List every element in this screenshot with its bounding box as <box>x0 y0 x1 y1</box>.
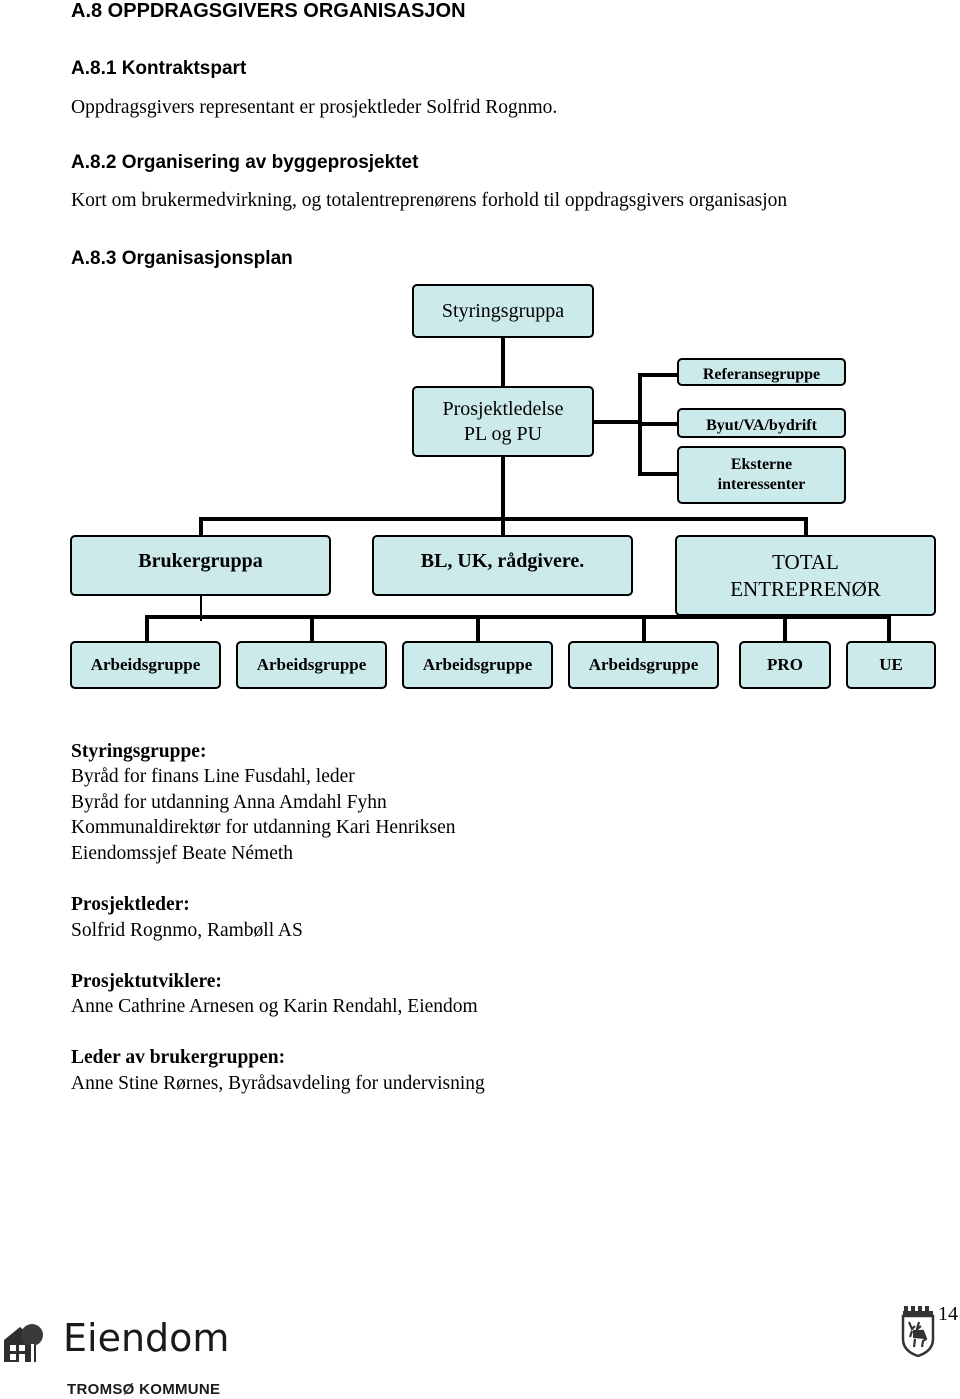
connector-line <box>638 472 678 476</box>
styringsgruppe-member: Eiendomssjef Beate Németh <box>71 843 294 864</box>
subsection-heading-organisasjonsplan: A.8.3 Organisasjonsplan <box>71 248 293 269</box>
connector-line <box>145 615 891 619</box>
box-pro: PRO <box>739 641 831 689</box>
box-brukergruppa-label: Brukergruppa <box>138 550 263 572</box>
box-prosjektledelse-line1: Prosjektledelse <box>442 397 564 420</box>
connector-line <box>310 615 314 643</box>
page-number: 14 <box>938 1303 958 1325</box>
box-referansegruppe-label: Referansegruppe <box>702 366 821 383</box>
connector-line <box>476 615 480 643</box>
subsection-heading-kontraktspart: A.8.1 Kontraktspart <box>71 58 247 79</box>
reindeer-crest-icon <box>899 1305 937 1358</box>
box-eksterne-line1: Eksterne <box>730 456 793 473</box>
connector-line <box>783 615 787 643</box>
footer-org: TROMSØ KOMMUNE <box>67 1381 221 1398</box>
box-arbeidsgruppe-label: Arbeidsgruppe <box>256 655 367 675</box>
box-total-line1: TOTAL <box>772 550 839 575</box>
footer-brand: Eiendom <box>63 1316 230 1360</box>
styringsgruppe-heading: Styringsgruppe: <box>71 741 207 762</box>
box-bl-uk: BL, UK, rådgivere. <box>372 535 633 596</box>
box-referansegruppe: Referansegruppe <box>677 358 846 386</box>
prosjektutviklere-names: Anne Cathrine Arnesen og Karin Rendahl, … <box>71 996 478 1017</box>
box-arbeidsgruppe-3: Arbeidsgruppe <box>402 641 553 689</box>
connector-line <box>199 517 203 537</box>
connector-line <box>887 615 891 643</box>
box-byut-label: Byut/VA/bydrift <box>706 417 817 434</box>
connector-line <box>638 373 678 377</box>
box-total-entreprenor: TOTAL ENTREPRENØR <box>675 535 936 616</box>
box-arbeidsgruppe-4: Arbeidsgruppe <box>568 641 719 689</box>
connector-line <box>501 457 505 519</box>
prosjektleder-heading: Prosjektleder: <box>71 894 190 915</box>
box-ue: UE <box>846 641 936 689</box>
box-arbeidsgruppe-label: Arbeidsgruppe <box>588 655 699 675</box>
box-arbeidsgruppe-label: Arbeidsgruppe <box>422 655 533 675</box>
styringsgruppe-member: Byråd for finans Line Fusdahl, leder <box>71 766 355 787</box>
box-arbeidsgruppe-1: Arbeidsgruppe <box>70 641 221 689</box>
section-heading: A.8 OPPDRAGSGIVERS ORGANISASJON <box>71 0 466 22</box>
box-arbeidsgruppe-label: Arbeidsgruppe <box>90 655 201 675</box>
connector-line <box>804 517 808 537</box>
box-bl-uk-label: BL, UK, rådgivere. <box>420 550 585 572</box>
connector-line <box>638 422 678 426</box>
box-brukergruppa: Brukergruppa <box>70 535 331 596</box>
connector-line <box>501 337 505 387</box>
box-arbeidsgruppe-2: Arbeidsgruppe <box>236 641 387 689</box>
connector-line <box>145 615 149 643</box>
prosjektutviklere-heading: Prosjektutviklere: <box>71 971 222 992</box>
box-styringsgruppa-label: Styringsgruppa <box>441 299 565 322</box>
connector-line <box>200 595 202 621</box>
leder-brukergruppen-name: Anne Stine Rørnes, Byrådsavdeling for un… <box>71 1073 485 1094</box>
styringsgruppe-member: Kommunaldirektør for utdanning Kari Henr… <box>71 817 456 838</box>
box-pro-label: PRO <box>767 655 803 675</box>
connector-line <box>642 615 646 643</box>
box-total-line2: ENTREPRENØR <box>730 576 881 601</box>
box-eksterne-line2: interessenter <box>717 476 806 493</box>
subsection-heading-organisering: A.8.2 Organisering av byggeprosjektet <box>71 152 419 173</box>
box-prosjektledelse-line2: PL og PU <box>463 422 543 445</box>
prosjektleder-name: Solfrid Rognmo, Rambøll AS <box>71 920 303 941</box>
styringsgruppe-member: Byråd for utdanning Anna Amdahl Fyhn <box>71 792 387 813</box>
organisering-text: Kort om brukermedvirkning, og totalentre… <box>71 190 788 211</box>
connector-line <box>501 517 505 537</box>
kontraktspart-text: Oppdragsgivers representant er prosjektl… <box>71 97 558 118</box>
box-byut: Byut/VA/bydrift <box>677 408 846 438</box>
box-styringsgruppa: Styringsgruppa <box>412 284 594 338</box>
connector-line <box>594 420 640 424</box>
box-ue-label: UE <box>879 655 903 675</box>
box-prosjektledelse: Prosjektledelse PL og PU <box>412 386 594 457</box>
leder-brukergruppen-heading: Leder av brukergruppen: <box>71 1047 286 1068</box>
box-eksterne: Eksterne interessenter <box>677 446 846 504</box>
house-tree-logo-icon <box>2 1318 46 1364</box>
